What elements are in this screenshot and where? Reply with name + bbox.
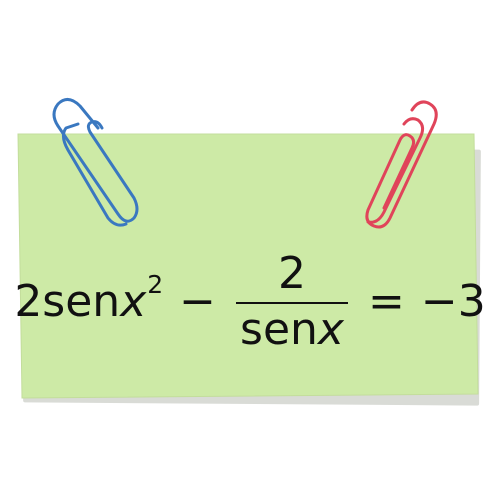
minus-operator: − [179, 276, 217, 327]
fraction: 2 senx [236, 252, 348, 352]
equals-sign: = [367, 276, 405, 327]
term1-var: x [120, 276, 147, 327]
fraction-denominator: senx [236, 304, 348, 352]
fraction-bar [236, 302, 348, 304]
term1-coef: 2sen [14, 276, 121, 327]
denominator-var: x [317, 304, 344, 355]
denominator-function: sen [240, 304, 318, 355]
fraction-numerator: 2 [277, 248, 306, 299]
term1-exponent: 2 [147, 269, 164, 299]
right-hand-side: −3 [420, 276, 486, 327]
